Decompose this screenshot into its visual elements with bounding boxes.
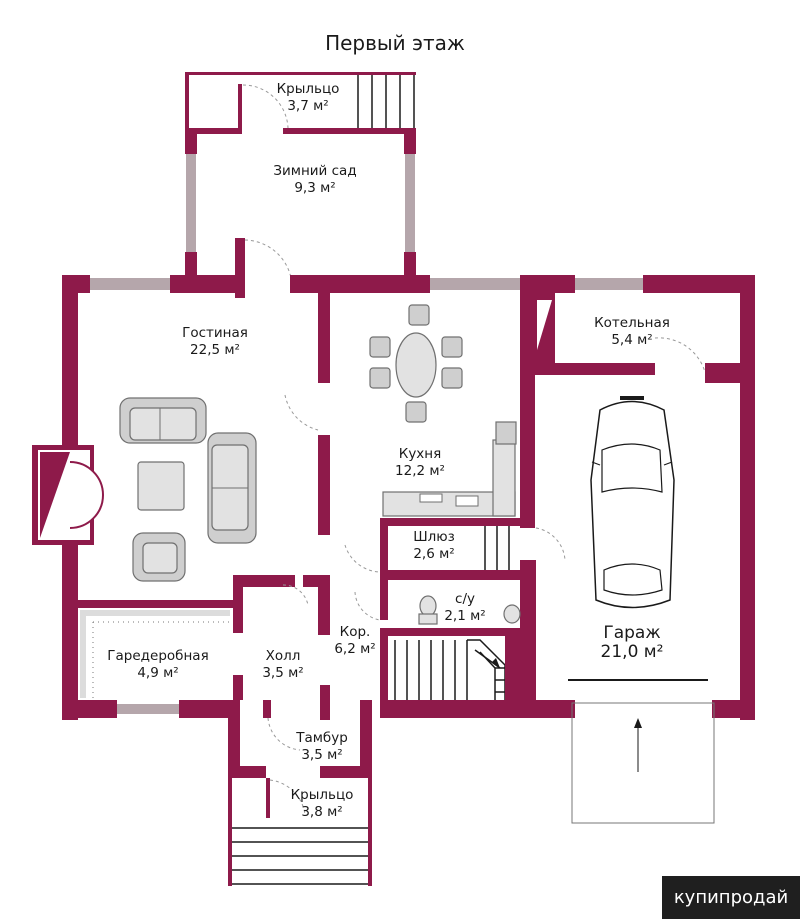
- room-name: Гаредеробная: [107, 648, 208, 664]
- room-name: Гостиная: [182, 325, 248, 341]
- room-area: 2,6 м²: [413, 546, 454, 562]
- wardrobe-rail: [80, 610, 230, 698]
- room-name: Холл: [266, 648, 301, 664]
- sink-icon: [503, 604, 521, 624]
- porch-top: [185, 72, 416, 134]
- interior-walls: [78, 293, 740, 886]
- room-name: Кухня: [399, 446, 442, 462]
- kitchen-counter-icon: [382, 421, 517, 517]
- room-name: Шлюз: [413, 529, 455, 545]
- garage-ramp: [568, 679, 715, 824]
- room-name: Тамбур: [295, 730, 348, 746]
- room-name: Крыльцо: [291, 787, 354, 803]
- winter-garden-walls: [185, 134, 416, 298]
- dining-table-icon: [369, 304, 463, 423]
- plan-title: Первый этаж: [325, 31, 465, 55]
- room-name: Котельная: [594, 315, 670, 331]
- room-name: Зимний сад: [273, 163, 356, 179]
- room-area: 22,5 м²: [190, 342, 240, 358]
- room-area: 12,2 м²: [395, 463, 445, 479]
- room-area: 5,4 м²: [611, 332, 652, 348]
- fireplace-icon: [32, 445, 104, 545]
- armchair-icon: [132, 532, 186, 582]
- outer-walls: [62, 275, 755, 720]
- room-area: 3,8 м²: [301, 804, 342, 820]
- room-area: 3,5 м²: [262, 665, 303, 681]
- toilet-icon: [418, 595, 438, 625]
- room-area: 9,3 м²: [294, 180, 335, 196]
- room-name: Кор.: [340, 624, 371, 640]
- room-area: 21,0 м²: [601, 642, 664, 662]
- room-name: с/у: [455, 591, 475, 607]
- room-labels: Крыльцо 3,7 м² Зимний сад 9,3 м² Гостина…: [107, 81, 670, 820]
- sofa-side-icon: [207, 432, 257, 544]
- room-area: 6,2 м²: [334, 641, 375, 657]
- room-name: Гараж: [603, 623, 660, 643]
- room-area: 3,5 м²: [301, 747, 342, 763]
- coffee-table-icon: [137, 461, 185, 511]
- room-area: 4,9 м²: [137, 665, 178, 681]
- room-name: Крыльцо: [277, 81, 340, 97]
- room-area: 2,1 м²: [444, 608, 485, 624]
- sofa-icon: [119, 397, 207, 444]
- car-icon: [590, 396, 675, 609]
- room-area: 3,7 м²: [287, 98, 328, 114]
- watermark-logo: купипродай: [662, 876, 800, 919]
